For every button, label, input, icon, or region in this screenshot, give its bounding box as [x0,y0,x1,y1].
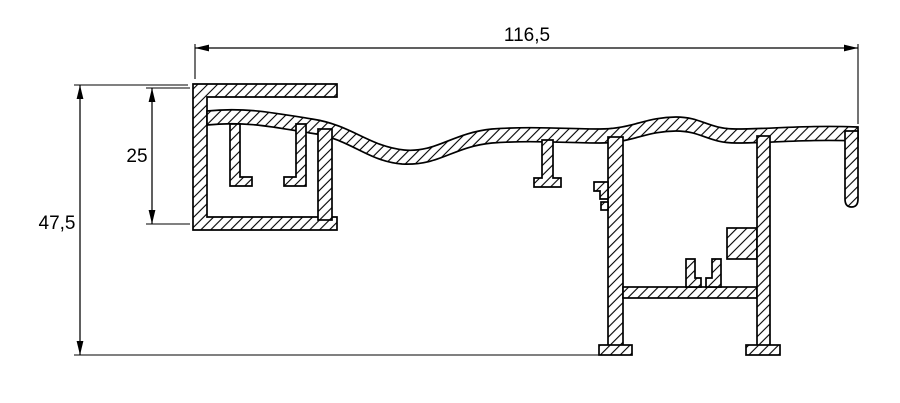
profile-channel-hook-left [685,258,702,288]
profile-bottom-web [622,286,758,299]
profile-mid-hook [533,139,562,188]
profile-side-nub [600,201,609,211]
profile-clip-hook-right [283,123,307,187]
profile-side-hook [593,181,609,200]
profile-left-chamber [192,83,338,231]
profile-right-vertical [756,135,771,349]
profile-right-leg [844,130,859,208]
profile-main-vertical [607,136,624,349]
dimension-overall-height: 47,5 [39,84,599,356]
profile-right-foot [745,344,781,356]
profile-clip-hook-left [229,123,253,187]
dim-label-top-width: 116,5 [504,25,550,46]
profile-block [726,227,758,260]
profile-inner-wall [317,128,333,221]
dimension-top-width: 116,5 [194,25,859,124]
dim-label-overall-height: 47,5 [39,213,76,234]
profile-channel-hook-right [705,258,722,288]
dim-label-chamber-height: 25 [126,146,147,167]
dimension-chamber-height: 25 [126,87,190,225]
profile-main-foot [598,344,633,356]
profile-section [192,83,859,356]
